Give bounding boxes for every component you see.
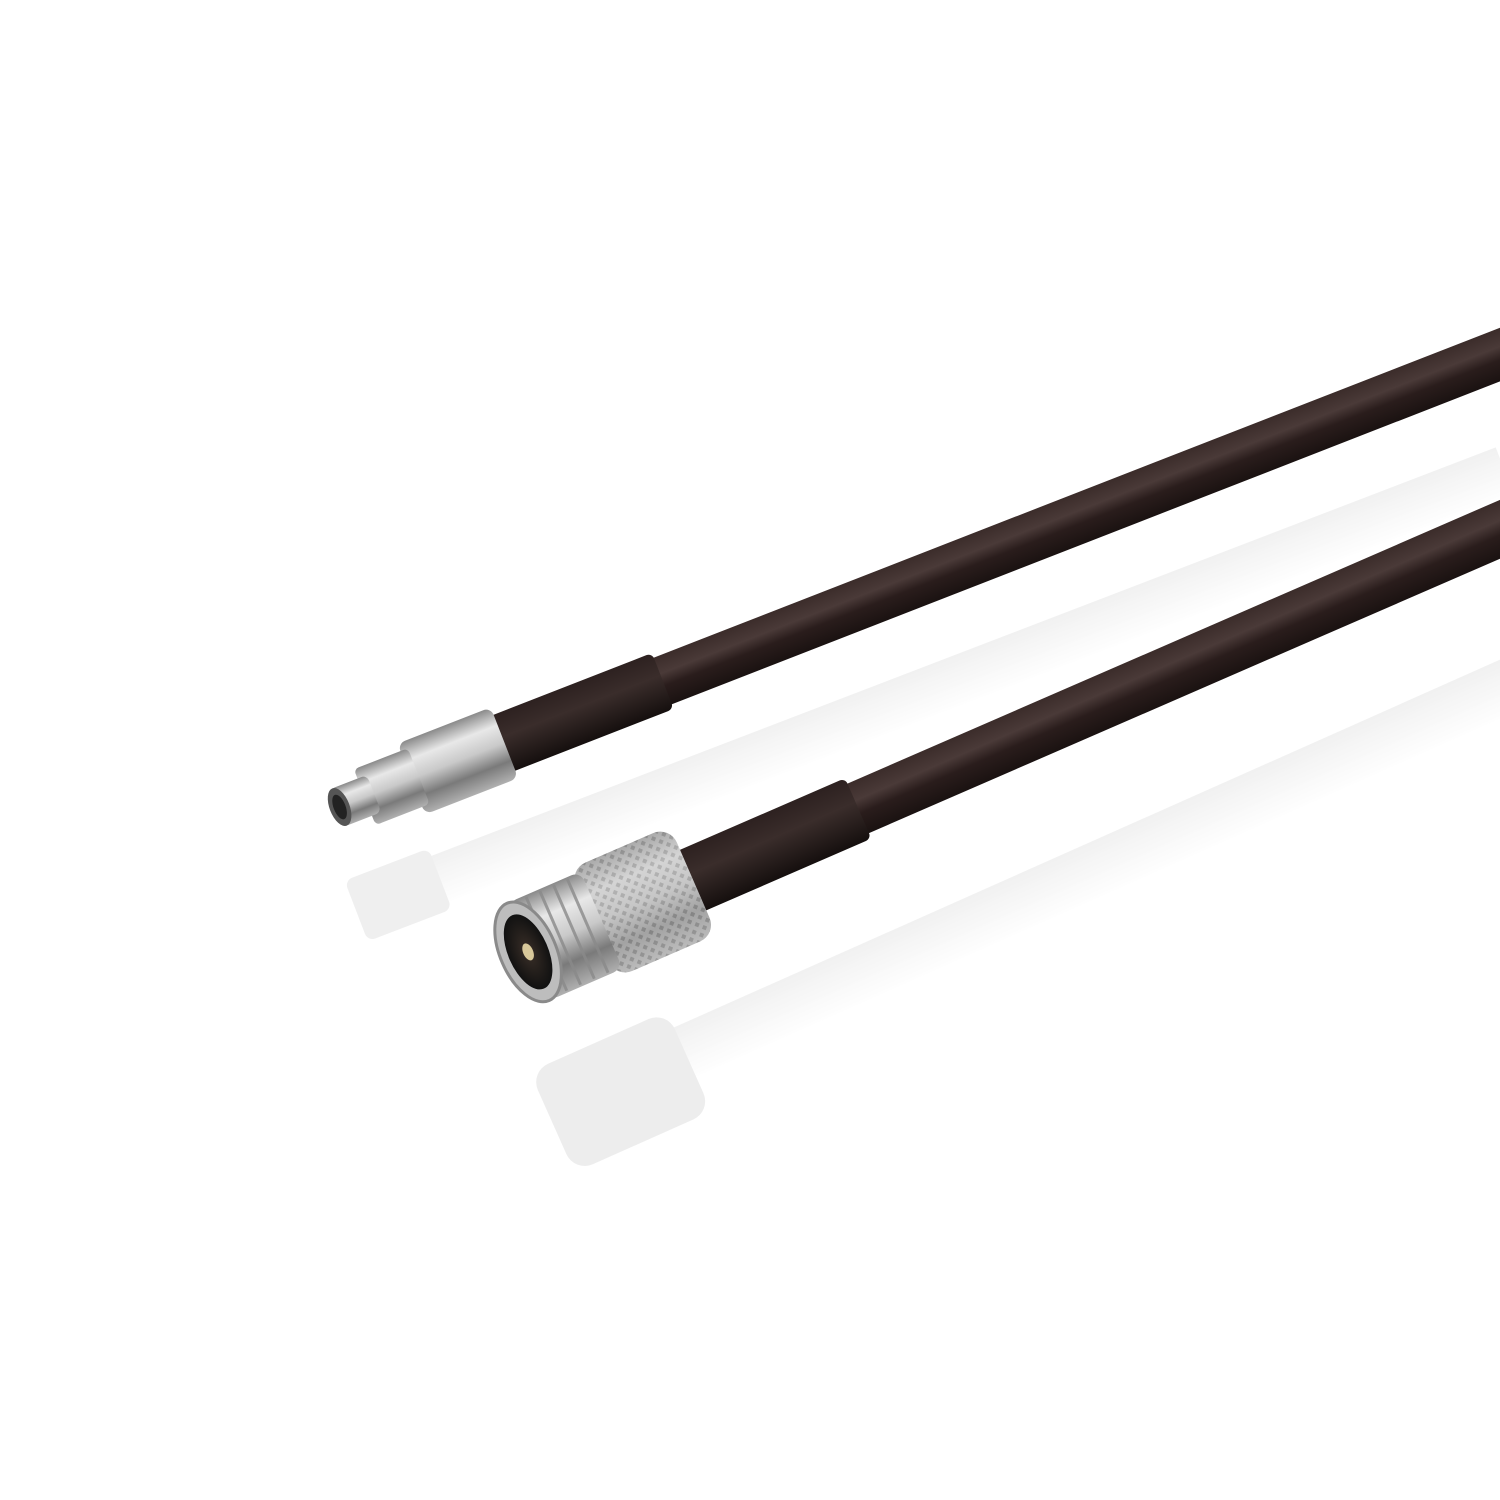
cable-lower-jacket — [673, 440, 1500, 909]
sma-ferrule — [399, 709, 516, 813]
reflection-lower — [536, 616, 1500, 1167]
reflection-upper — [346, 447, 1500, 940]
cable-upper-heatshrink — [486, 654, 673, 773]
n-center-pin — [522, 943, 534, 961]
cable-upper — [327, 301, 1500, 826]
cable-upper-jacket — [495, 301, 1500, 767]
cable-lower — [493, 440, 1500, 1004]
cable-lower-heatshrink — [654, 779, 870, 921]
